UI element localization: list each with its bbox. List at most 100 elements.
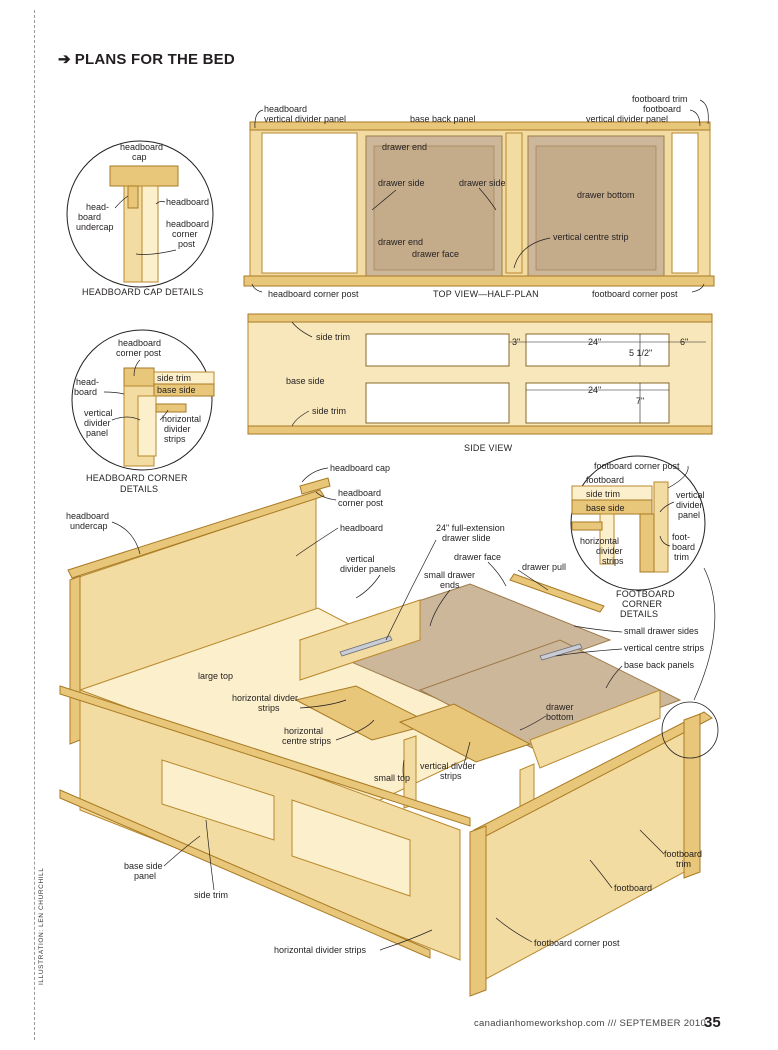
- page-title-text: PLANS FOR THE BED: [74, 51, 235, 68]
- label-fcr-side-trim: side trim: [586, 489, 620, 499]
- label-a-headboard: headboard: [340, 523, 383, 533]
- svg-text:ends: ends: [440, 580, 460, 590]
- headboard-cap-3d: [67, 489, 325, 579]
- label-tv-drawer-side-1: drawer side: [378, 178, 425, 188]
- drawer-opening-left-lower: [365, 382, 510, 424]
- label-tv-drawer-end: drawer end: [382, 142, 427, 152]
- svg-text:divider panels: divider panels: [340, 564, 396, 574]
- top-view-caption: TOP VIEW—HALF-PLAN: [433, 289, 539, 299]
- label-tv-footboard: footboard: [643, 104, 681, 114]
- label-fcr-footboard: footboard: [586, 475, 624, 485]
- label-a-headboard-undercap: headboard: [66, 511, 109, 521]
- label-a-large-top: large top: [198, 671, 233, 681]
- svg-text:board: board: [672, 542, 695, 552]
- svg-text:DETAILS: DETAILS: [120, 484, 158, 494]
- label-a-vertical-centre-strips: vertical centre strips: [624, 643, 705, 653]
- headboard-cap-caption: HEADBOARD CAP DETAILS: [82, 287, 203, 297]
- label-tv-vertical-centre-strip: vertical centre strip: [553, 232, 629, 242]
- svg-text:undercap: undercap: [76, 222, 114, 232]
- headboard-cap-details: headboard cap head- board undercap headb…: [66, 140, 214, 297]
- svg-text:board: board: [74, 387, 97, 397]
- label-a-side-trim: side trim: [194, 890, 228, 900]
- label-hcr-vertical-divider-panel: vertical: [84, 408, 113, 418]
- svg-text:divider: divider: [676, 500, 703, 510]
- drawer-opening-right-lower: [525, 382, 670, 424]
- dim-height-lower: 7": [636, 396, 644, 406]
- drawer-pull-3d: [509, 573, 605, 613]
- right-arrow-icon: ➔: [58, 51, 71, 68]
- side-view: 3" 24" 6" 5 1/2" 24" 7" side trim base s…: [247, 313, 713, 453]
- headboard-corner-post-3d: [69, 575, 81, 745]
- label-a-drawer-face: drawer face: [454, 552, 501, 562]
- dim-end: 6": [680, 337, 688, 347]
- label-a-vertical-divider-strips: vertical divder: [420, 761, 476, 771]
- label-tv-vertical-divider-right: vertical divider panel: [586, 114, 668, 124]
- side-view-caption: SIDE VIEW: [464, 443, 513, 453]
- label-sv-base-side: base side: [286, 376, 325, 386]
- drawer-opening-right-upper: [525, 333, 670, 367]
- side-trim-lower-3d: [59, 789, 431, 959]
- headboard-corner-details: headboard corner post head- board side t…: [71, 329, 215, 494]
- label-fcr-horizontal-divider-strips: horizontal: [580, 536, 619, 546]
- drawer-slide-left: [339, 635, 393, 657]
- svg-text:bottom: bottom: [546, 712, 574, 722]
- dim-width-upper: 24": [588, 337, 601, 347]
- label-tv-drawer-face: drawer face: [412, 249, 459, 259]
- label-fcr-footboard-trim: foot-: [672, 532, 690, 542]
- page-fold-line: [34, 10, 35, 1040]
- headboard-bay: [261, 132, 358, 274]
- footboard-corner-caption: FOOTBOARD: [616, 589, 675, 599]
- bed-assembly: headboard cap headboard corner post head…: [59, 463, 719, 997]
- svg-text:strips: strips: [258, 703, 280, 713]
- top-view: headboard vertical divider panel base ba…: [243, 94, 715, 299]
- label-a-headboard-cap: headboard cap: [330, 463, 390, 473]
- label-tv-drawer-end-2: drawer end: [378, 237, 423, 247]
- label-fcr-corner-post: footboard corner post: [594, 461, 680, 471]
- svg-text:corner: corner: [172, 229, 198, 239]
- label-a-horizontal-centre-strips: horizontal: [284, 726, 323, 736]
- svg-text:board: board: [78, 212, 101, 222]
- label-a-small-drawer-ends: small drawer: [424, 570, 475, 580]
- label-hc-headboard-cap: headboard: [120, 142, 163, 152]
- label-a-drawer-bottom: drawer: [546, 702, 574, 712]
- label-hcr-horizontal-divider-strips: horizontal: [162, 414, 201, 424]
- base-opening-2: [291, 799, 411, 897]
- drawer-face-front-3d: [529, 689, 661, 769]
- svg-text:corner post: corner post: [338, 498, 384, 508]
- footer-site-issue: canadianhomeworkshop.com /// SEPTEMBER 2…: [474, 1018, 707, 1029]
- side-trim-top-rail: [247, 313, 713, 323]
- headboard-cap-piece: [109, 165, 179, 187]
- label-tv-headboard-corner-post: headboard corner post: [268, 289, 359, 299]
- page-title: ➔PLANS FOR THE BED: [58, 50, 235, 68]
- label-hcr-corner-post: headboard: [118, 338, 161, 348]
- headboard-corner-caption: HEADBOARD CORNER: [86, 473, 188, 483]
- svg-text:drawer slide: drawer slide: [442, 533, 491, 543]
- page-number: 35: [704, 1014, 721, 1031]
- label-hcr-side-trim: side trim: [157, 373, 191, 383]
- side-trim-bottom-rail: [247, 425, 713, 435]
- vertical-centre-strip-top: [505, 132, 523, 274]
- dim-width-lower: 24": [588, 385, 601, 395]
- label-tv-drawer-side-2: drawer side: [459, 178, 506, 188]
- label-hc-headboard-undercap: head-: [86, 202, 109, 212]
- svg-text:divider: divider: [84, 418, 111, 428]
- footboard-corner-callout-circle: [661, 701, 719, 759]
- base-opening-1: [161, 759, 275, 841]
- label-tv-drawer-bottom: drawer bottom: [577, 190, 635, 200]
- label-hc-headboard: headboard: [166, 197, 209, 207]
- svg-text:strips: strips: [440, 771, 462, 781]
- svg-text:post: post: [178, 239, 196, 249]
- label-a-footboard-corner-post: footboard corner post: [534, 938, 620, 948]
- label-hcr-base-side: base side: [157, 385, 196, 395]
- label-a-base-back-panels: base back panels: [624, 660, 695, 670]
- label-a-base-side-panel: base side: [124, 861, 163, 871]
- bottom-rail-top-view: [243, 275, 715, 287]
- label-a-small-top: small top: [374, 773, 410, 783]
- drawer-opening-left-upper: [365, 333, 510, 367]
- svg-text:trim: trim: [676, 859, 691, 869]
- label-a-small-drawer-sides: small drawer sides: [624, 626, 699, 636]
- dim-gap: 3": [512, 337, 520, 347]
- label-sv-side-trim-top: side trim: [316, 332, 350, 342]
- footboard-corner-post-3d: [469, 825, 487, 997]
